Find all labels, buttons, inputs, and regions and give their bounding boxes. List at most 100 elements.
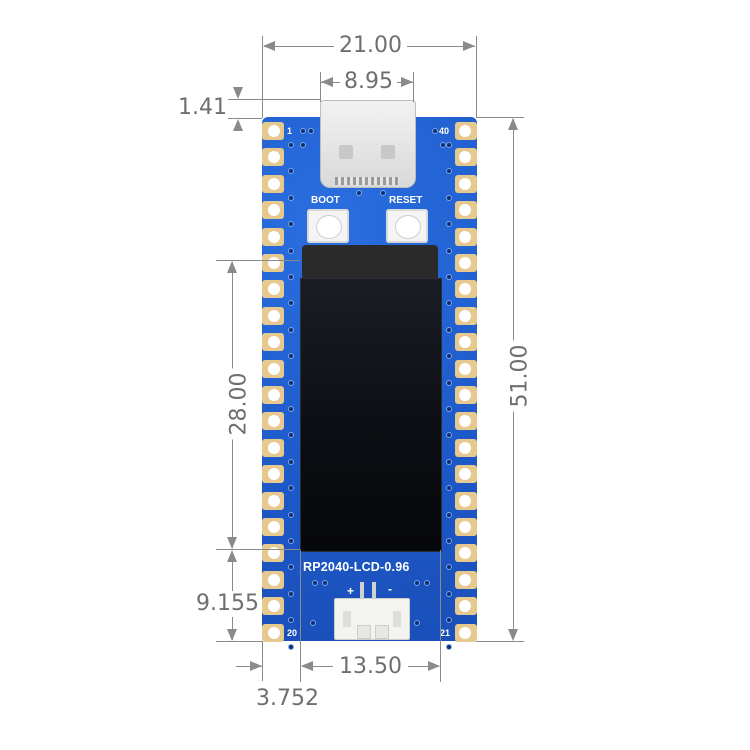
via <box>446 247 452 254</box>
castellated-pad <box>262 148 284 167</box>
castellated-pad <box>455 518 477 536</box>
castellated-pad <box>262 306 284 325</box>
reset-label: RESET <box>389 195 423 206</box>
castellated-pad <box>262 254 284 272</box>
castellated-pad <box>262 570 284 589</box>
usb-c-connector <box>320 100 416 188</box>
lcd-screen <box>300 278 442 552</box>
via <box>288 617 294 624</box>
castellated-pad <box>455 359 477 378</box>
via <box>446 511 452 518</box>
arrow-right-icon <box>250 661 262 671</box>
via <box>446 142 452 148</box>
connector-pin <box>372 582 376 600</box>
via <box>446 485 452 492</box>
extension-line <box>216 641 262 642</box>
pin-20-label: 20 <box>287 628 298 638</box>
via <box>288 353 294 360</box>
via <box>414 580 420 586</box>
castellated-pad <box>455 491 477 510</box>
via <box>310 620 316 626</box>
via <box>300 128 306 134</box>
boot-label: BOOT <box>311 195 340 206</box>
castellated-pad <box>262 465 284 484</box>
via <box>414 620 420 626</box>
castellated-pad <box>455 227 477 246</box>
dim-lcd-length: 28.00 <box>226 368 251 440</box>
via <box>440 142 446 148</box>
arrow-up-icon <box>227 261 237 273</box>
extension-line <box>413 72 414 102</box>
dim-lcd-width: 13.50 <box>333 656 408 678</box>
castellated-pad <box>262 359 284 378</box>
dim-lcd-bottom-offset: 9.155 <box>196 591 259 617</box>
via <box>446 379 452 386</box>
reset-button[interactable] <box>386 209 428 243</box>
extension-line <box>476 36 477 118</box>
castellated-pad <box>262 386 284 404</box>
extension-line <box>476 117 524 118</box>
via <box>288 511 294 518</box>
via <box>432 128 438 134</box>
castellated-pad <box>262 280 284 299</box>
castellated-pad <box>262 174 284 193</box>
pin-1-label: 1 <box>287 126 293 136</box>
dim-usb-overhang: 1.41 <box>178 95 227 120</box>
dim-lcd-left-offset: 3.752 <box>256 686 319 711</box>
via <box>288 379 294 386</box>
castellated-pad <box>262 438 284 457</box>
arrow-up-icon <box>233 119 243 131</box>
arrow-left-icon <box>301 661 313 671</box>
via <box>288 274 294 280</box>
via <box>424 580 430 586</box>
battery-connector <box>334 598 410 640</box>
via <box>288 221 294 228</box>
via <box>446 221 452 228</box>
via <box>288 643 294 650</box>
castellated-pad <box>455 570 477 589</box>
arrow-left-icon <box>263 41 275 51</box>
castellated-pad <box>455 122 477 140</box>
via <box>288 406 294 412</box>
castellated-pad <box>455 280 477 299</box>
board-name-label: RP2040-LCD-0.96 <box>303 560 410 574</box>
arrow-down-icon <box>227 537 237 549</box>
via <box>288 538 294 544</box>
connector-tab <box>375 625 389 639</box>
castellated-pad <box>262 333 284 352</box>
connector-slot <box>343 611 351 627</box>
arrow-right-icon <box>428 661 440 671</box>
via <box>446 406 452 412</box>
extension-line <box>216 260 300 261</box>
arrow-left-icon <box>321 77 333 87</box>
via <box>446 432 452 439</box>
via <box>288 458 294 465</box>
via <box>322 580 328 586</box>
arrow-right-icon <box>401 77 413 87</box>
via <box>446 353 452 360</box>
via <box>288 326 294 333</box>
usb-latch-right <box>381 145 395 159</box>
boot-button[interactable] <box>307 209 349 243</box>
extension-line <box>476 641 524 642</box>
minus-label: - <box>388 582 392 596</box>
castellated-pad <box>262 597 284 616</box>
castellated-pad <box>455 544 477 563</box>
via <box>288 168 294 175</box>
via <box>288 142 294 148</box>
connector-tab <box>357 625 371 639</box>
via <box>288 432 294 439</box>
extension-line <box>440 550 441 682</box>
arrow-down-icon <box>227 629 237 641</box>
castellated-pad <box>262 412 284 431</box>
via <box>312 580 318 586</box>
castellated-pad <box>455 333 477 352</box>
dim-board-length: 51.00 <box>507 340 532 412</box>
usb-pins <box>335 177 399 185</box>
extension-line <box>262 641 263 681</box>
via <box>356 190 362 196</box>
castellated-pad <box>455 597 477 616</box>
castellated-pad <box>455 438 477 457</box>
via <box>380 190 386 196</box>
via <box>308 128 314 134</box>
